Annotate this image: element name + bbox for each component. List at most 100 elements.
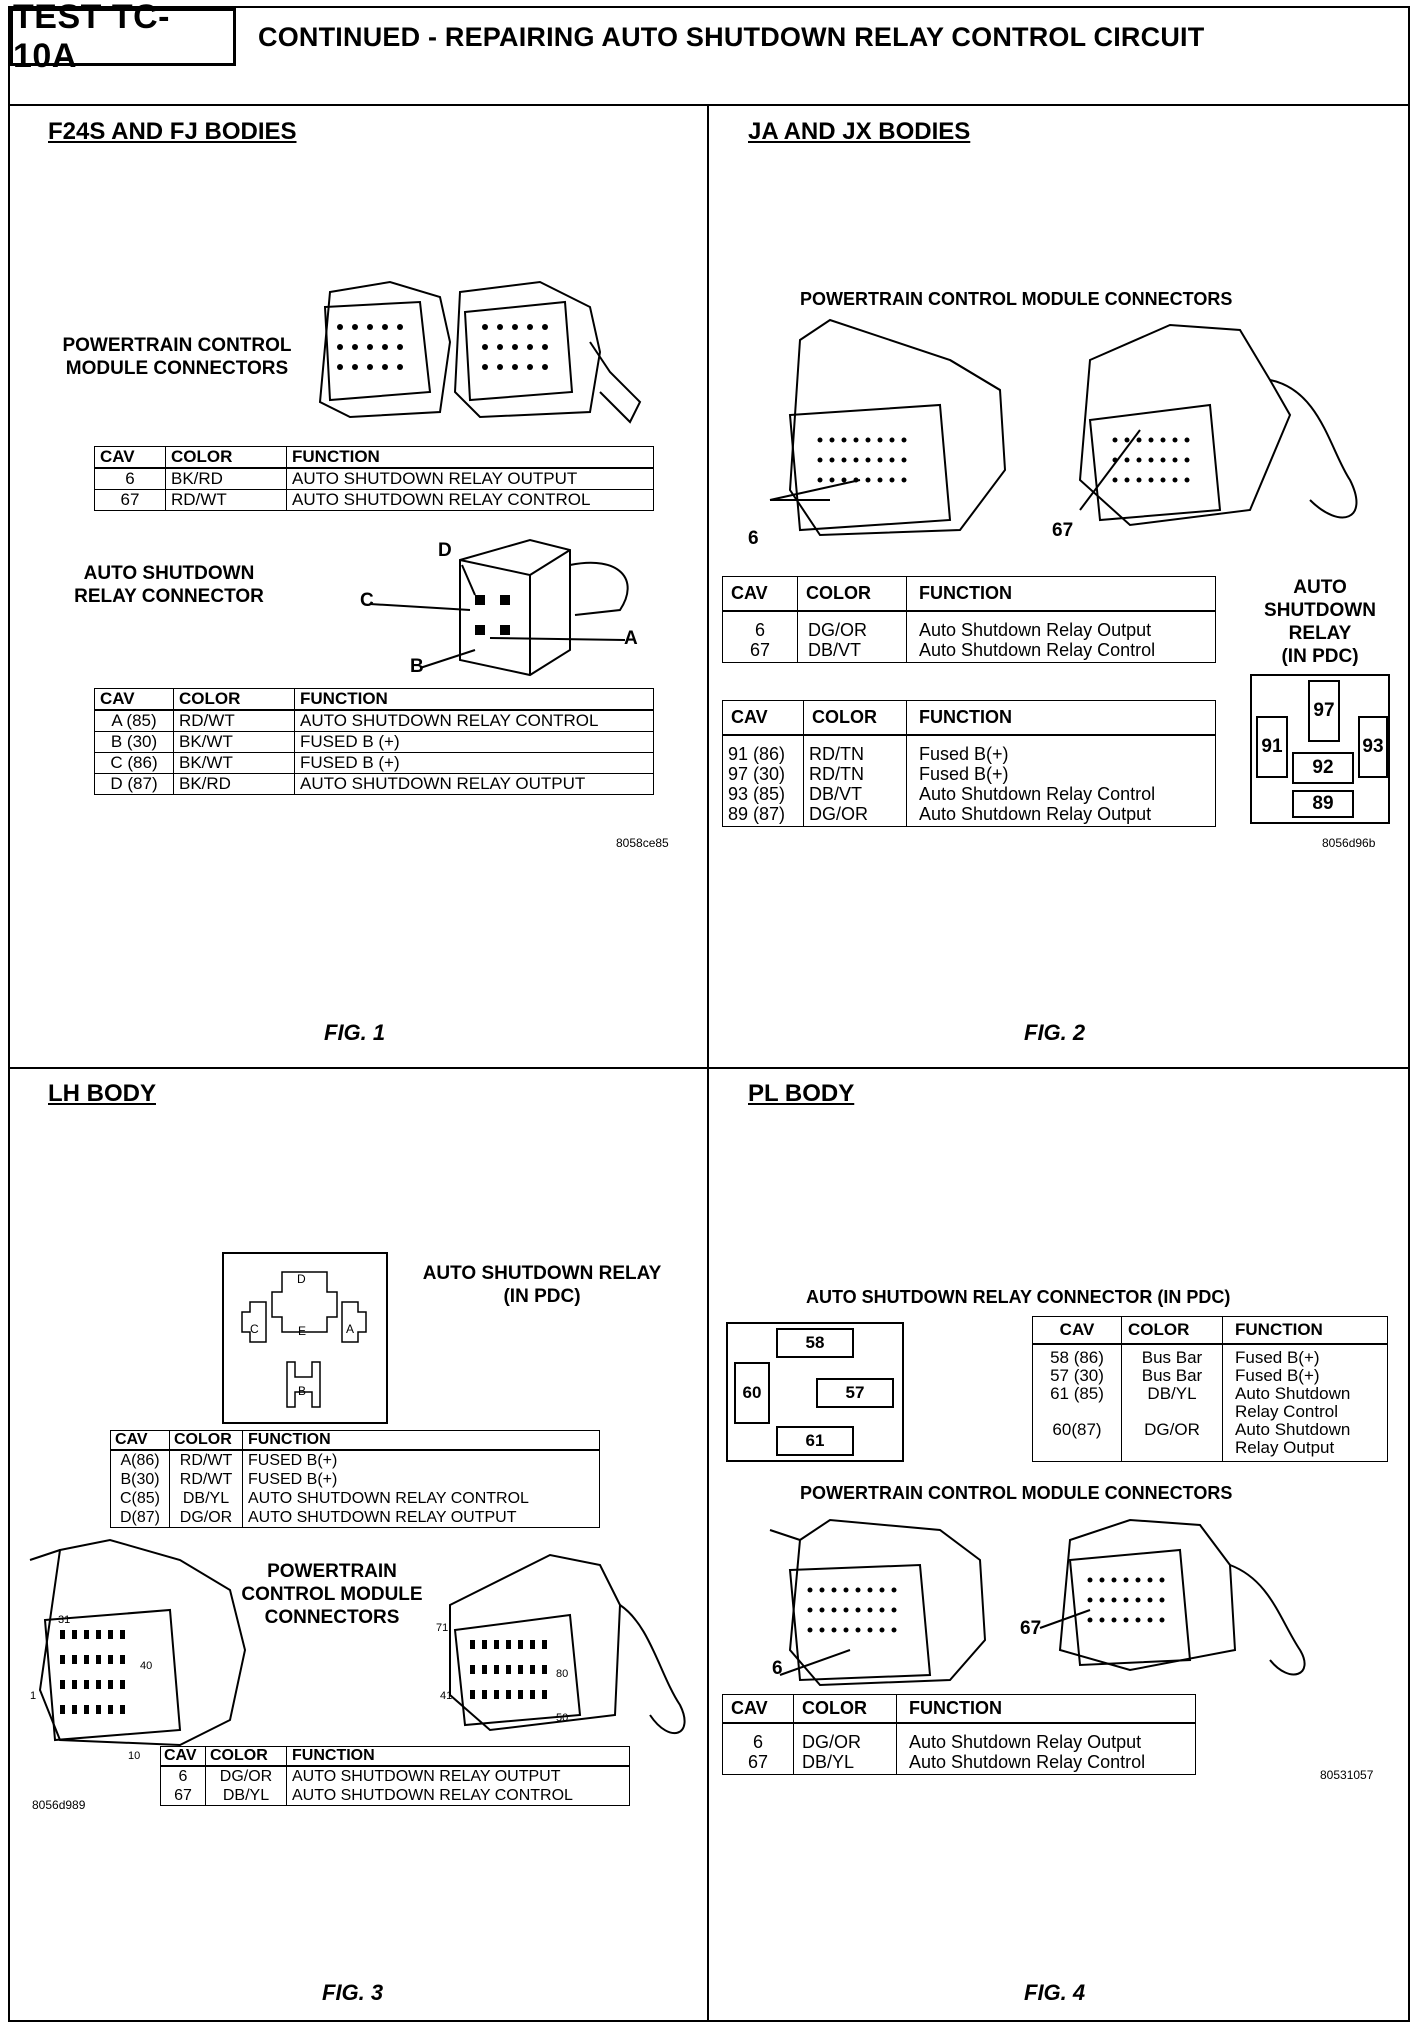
function-value: Relay Control (1235, 1402, 1338, 1421)
col-header-cav: CAV (94, 688, 174, 711)
fig3-pin-1: 1 (30, 1690, 37, 1702)
fig1-pcm-label-line: MODULE CONNECTORS (65, 358, 289, 379)
col-header-cav: CAV (110, 1430, 170, 1451)
fig2-relay-cell-91: 91 (1256, 716, 1288, 778)
table-header-row: CAV COLOR FUNCTION (722, 700, 1216, 736)
fig2-pcm-label: POWERTRAIN CONTROL MODULE CONNECTORS (800, 289, 1233, 309)
function-value: Auto Shutdown Relay Control (919, 784, 1156, 804)
table-header-row: CAV COLOR FUNCTION (722, 1694, 1196, 1724)
fig3-pin-a: A (346, 1322, 355, 1336)
function-value: Auto Shutdown Relay Output (909, 1732, 1142, 1752)
fig3-image-code: 8056d989 (32, 1798, 86, 1812)
col-header-cav: CAV (722, 700, 804, 736)
fig4-relay-cell-61: 61 (776, 1426, 854, 1456)
fig1-label: FIG. 1 (324, 1020, 386, 1045)
cav-value: 91 (86) (728, 744, 786, 764)
fig3-label: FIG. 3 (322, 1980, 384, 2005)
color-value: DB/VT (809, 784, 863, 804)
fig3-pin-80: 80 (556, 1668, 569, 1680)
cav-value (1038, 1403, 1116, 1421)
fig4-pointer-67: 67 (1020, 1618, 1042, 1639)
cav-value: 57 (30) (1050, 1366, 1104, 1385)
col-header-function: FUNCTION (286, 446, 654, 469)
table-row: 6 BK/RD AUTO SHUTDOWN RELAY OUTPUT (94, 467, 654, 490)
col-header-color: COLOR (793, 1694, 897, 1724)
fig1-pcm-table: CAV COLOR FUNCTION 6 BK/RD AUTO SHUTDOWN… (94, 446, 654, 511)
fig4-section-title: PL BODY (748, 1080, 855, 1107)
fig3-pin-31: 31 (58, 1614, 71, 1626)
function-value: Auto Shutdown Relay Output (919, 804, 1152, 824)
function-value: Fused B(+) (1235, 1348, 1320, 1367)
fig3-relay-pins-drawing (241, 1271, 367, 1408)
cav-value: 67 (747, 1752, 769, 1772)
color-spacer (1127, 1439, 1217, 1457)
fig3-relay-label: AUTO SHUTDOWN RELAY (IN PDC) (404, 1262, 680, 1308)
fig1-pcm-label-line: POWERTRAIN CONTROL (62, 335, 292, 356)
vertical-divider (707, 104, 709, 2022)
cell-function: FUSED B (+) (294, 731, 654, 753)
fig2-relay-label: AUTO SHUTDOWN RELAY (IN PDC) (1240, 576, 1400, 668)
color-value: DG/OR (219, 1768, 273, 1785)
fig4-pointer-6: 6 (772, 1658, 783, 1679)
fig3-pcm-left-drawing (29, 1538, 247, 1747)
fig2-relay-cell-92: 92 (1292, 752, 1354, 784)
color-value: DG/OR (808, 620, 868, 640)
fig1-pointer-b: B (410, 656, 424, 677)
table-header-row: CAV COLOR FUNCTION (94, 446, 654, 469)
horizontal-divider (8, 1067, 1410, 1069)
cav-value: 61 (85) (1050, 1384, 1104, 1403)
table-header-row: CAV COLOR FUNCTION (722, 576, 1216, 612)
col-header-cav: CAV (160, 1746, 206, 1767)
cell-function: Fused B(+)Fused B(+)Auto Shutdown Relay … (906, 734, 1216, 827)
cell-function: AUTO SHUTDOWN RELAY OUTPUT (294, 773, 654, 795)
col-header-function: FUNCTION (1222, 1316, 1388, 1345)
function-value: AUTO SHUTDOWN RELAY OUTPUT (248, 1509, 517, 1526)
table-header-row: CAV COLOR FUNCTION (94, 688, 654, 711)
color-value: DB/YL (802, 1752, 855, 1772)
function-value: Fused B(+) (919, 744, 1009, 764)
fig4-image-code: 80531057 (1320, 1768, 1374, 1782)
cav-value: 97 (30) (728, 764, 786, 784)
page-title: CONTINUED - REPAIRING AUTO SHUTDOWN RELA… (258, 22, 1205, 52)
fig4-relay-cell-57: 57 (816, 1378, 894, 1408)
col-header-function: FUNCTION (294, 688, 654, 711)
fig2-relay-cell-89: 89 (1292, 790, 1354, 818)
col-header-color: COLOR (803, 700, 907, 736)
col-header-function: FUNCTION (286, 1746, 630, 1767)
cell-color: BK/WT (173, 752, 295, 774)
fig1-relay-label-line: RELAY CONNECTOR (74, 586, 264, 607)
fig4-relay-cell-60: 60 (734, 1362, 770, 1424)
cell-function: AUTO SHUTDOWN RELAY OUTPUT (286, 467, 654, 490)
cav-value: 67 (174, 1787, 192, 1804)
cell-cav: 58 (86)57 (30)61 (85) 60(87) (1032, 1343, 1122, 1462)
cell-function: AUTO SHUTDOWN RELAY CONTROL (294, 709, 654, 732)
color-value (1127, 1403, 1217, 1421)
fig2-relay-cell-93: 93 (1358, 716, 1388, 778)
cav-value: B(30) (120, 1471, 160, 1488)
header-divider (8, 104, 1410, 106)
table-header-row: CAV COLOR FUNCTION (1032, 1316, 1388, 1345)
fig2-pointer-6: 6 (748, 528, 759, 549)
function-value: AUTO SHUTDOWN RELAY CONTROL (248, 1490, 529, 1507)
cell-color: BK/RD (173, 773, 295, 795)
fig1-pointer-a: A (624, 628, 638, 649)
cell-cav: A (85) (94, 709, 174, 732)
fig3-section-title: LH BODY (48, 1080, 156, 1107)
cell-color: BK/WT (173, 731, 295, 753)
fig2-image-code: 8056d96b (1322, 836, 1376, 850)
function-value: FUSED B(+) (248, 1452, 338, 1469)
cell-function: AUTO SHUTDOWN RELAY CONTROL (286, 489, 654, 511)
fig1-pcm-connectors-drawing (318, 280, 642, 424)
cav-value: 89 (87) (728, 804, 786, 824)
cell-cav: 6 (94, 467, 166, 490)
